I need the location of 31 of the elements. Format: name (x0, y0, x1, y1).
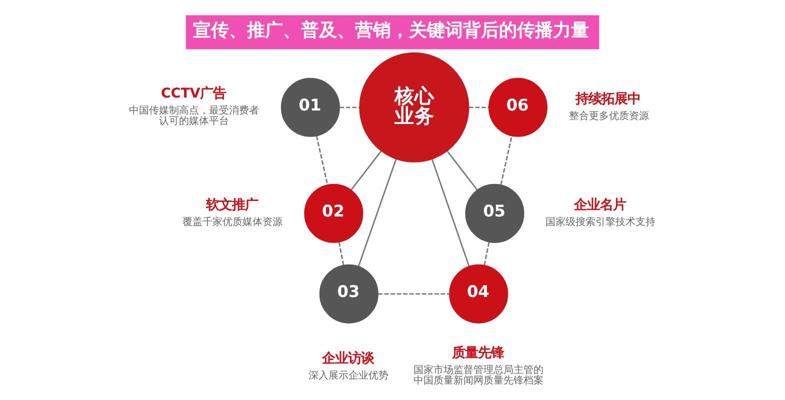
connector (378, 293, 450, 295)
node-label: 国家市场监督管理总局主管的中国质量新闻网质量先锋档案 (413, 364, 544, 387)
connector (338, 242, 344, 266)
connector (358, 158, 397, 267)
node-circle: 04 (449, 264, 508, 324)
node-label: 覆盖千家优质媒体资源 (182, 216, 282, 228)
diagram-title: 宣传、推广、普及、营销，关键词背后的传播力量 (193, 20, 590, 41)
node-label: CCTV广告 (161, 86, 226, 102)
connector (446, 150, 478, 190)
node-label: 持续拓展中 (576, 92, 641, 107)
connector (316, 136, 328, 185)
node-circle: 03 (319, 264, 378, 324)
connector (431, 158, 470, 267)
node-circle: 核心业务 (359, 52, 470, 162)
node-label: 质量先锋 (452, 346, 504, 362)
node-label: 软文推广 (206, 198, 258, 213)
node-label: 深入展示企业优势 (308, 370, 389, 382)
connector (340, 106, 360, 108)
node-label: 企业访谈 (322, 351, 374, 366)
connector (468, 106, 489, 108)
node-circle: 06 (488, 78, 548, 137)
connector (350, 150, 382, 190)
node-circle: 01 (280, 78, 340, 137)
node-circle: 05 (465, 184, 524, 243)
node-label: 整合更多优质资源 (568, 110, 649, 122)
node-label: 企业名片 (574, 198, 626, 213)
connector (500, 136, 512, 185)
connector (484, 242, 490, 266)
node-label: 国家级搜索引擎技术支持 (546, 216, 656, 228)
node-circle: 02 (304, 184, 364, 243)
node-label: 中国传媒制高点，最受消费者认可的媒体平台 (128, 105, 259, 128)
